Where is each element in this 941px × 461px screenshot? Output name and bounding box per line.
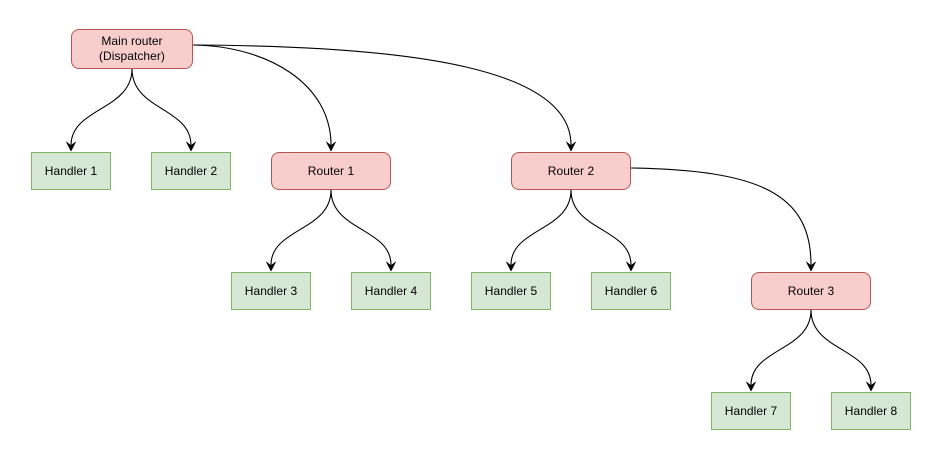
edge-main-to-handler-1 <box>66 68 133 152</box>
node-handler-4-label: Handler 4 <box>364 283 418 298</box>
node-handler-1-label: Handler 1 <box>44 163 98 178</box>
edge-router-2-to-router-3 <box>630 167 816 272</box>
node-handler-3-label: Handler 3 <box>244 283 298 298</box>
node-router-2[interactable]: Router 2 <box>511 152 631 190</box>
edge-main-to-router-2-arrowhead-icon <box>566 141 576 152</box>
edge-router-1-to-handler-3-line <box>270 189 332 266</box>
node-router-1[interactable]: Router 1 <box>271 152 391 190</box>
edge-main-to-router-1-line <box>192 44 332 146</box>
node-handler-3[interactable]: Handler 3 <box>231 272 311 310</box>
node-handler-4[interactable]: Handler 4 <box>351 272 431 310</box>
edge-main-to-handler-2 <box>131 68 196 152</box>
node-main-router[interactable]: Main router (Dispatcher) <box>71 29 193 69</box>
node-handler-5-label: Handler 5 <box>484 283 538 298</box>
edge-router-2-to-handler-6-line <box>570 189 632 266</box>
node-handler-5[interactable]: Handler 5 <box>471 272 551 310</box>
edge-router-3-to-handler-8-line <box>810 309 872 386</box>
edge-router-2-to-handler-6 <box>570 189 636 272</box>
edge-router-3-to-handler-7 <box>746 309 812 392</box>
edge-main-to-handler-2-arrowhead-icon <box>186 141 196 152</box>
edge-router-1-to-handler-4-line <box>330 189 392 266</box>
edge-router-1-to-handler-4-arrowhead-icon <box>386 261 396 272</box>
node-handler-7-label: Handler 7 <box>724 403 778 418</box>
edge-main-to-router-1 <box>192 44 336 152</box>
edge-router-2-to-handler-5-arrowhead-icon <box>506 261 516 272</box>
node-router-3-label: Router 3 <box>787 283 835 298</box>
node-router-2-label: Router 2 <box>547 163 595 178</box>
node-handler-8[interactable]: Handler 8 <box>831 392 911 430</box>
node-handler-6-label: Handler 6 <box>604 283 658 298</box>
edge-router-3-to-handler-7-arrowhead-icon <box>746 381 756 392</box>
edge-router-2-to-router-3-arrowhead-icon <box>806 261 816 272</box>
edge-router-3-to-handler-7-line <box>750 309 812 386</box>
edge-router-2-to-router-3-line <box>630 167 812 266</box>
node-router-3[interactable]: Router 3 <box>751 272 871 310</box>
node-handler-2[interactable]: Handler 2 <box>151 152 231 190</box>
edge-router-1-to-handler-3 <box>266 189 332 272</box>
edge-router-1-to-handler-3-arrowhead-icon <box>266 261 276 272</box>
edge-main-to-handler-2-line <box>131 68 192 146</box>
edge-router-1-to-handler-4 <box>330 189 396 272</box>
node-handler-1[interactable]: Handler 1 <box>31 152 111 190</box>
edge-router-2-to-handler-5 <box>506 189 572 272</box>
edge-main-to-router-2-line <box>192 44 572 146</box>
node-router-1-label: Router 1 <box>307 163 355 178</box>
edge-main-to-handler-1-arrowhead-icon <box>66 141 76 152</box>
edge-router-2-to-handler-5-line <box>510 189 572 266</box>
edge-router-2-to-handler-6-arrowhead-icon <box>626 261 636 272</box>
edge-router-3-to-handler-8 <box>810 309 876 392</box>
edge-main-to-router-1-arrowhead-icon <box>326 141 336 152</box>
edge-main-to-router-2 <box>192 44 576 152</box>
node-handler-6[interactable]: Handler 6 <box>591 272 671 310</box>
node-handler-7[interactable]: Handler 7 <box>711 392 791 430</box>
edge-router-3-to-handler-8-arrowhead-icon <box>866 381 876 392</box>
edge-main-to-handler-1-line <box>70 68 133 146</box>
node-handler-8-label: Handler 8 <box>844 403 898 418</box>
node-handler-2-label: Handler 2 <box>164 163 218 178</box>
node-main-router-label: Main router (Dispatcher) <box>99 34 165 63</box>
